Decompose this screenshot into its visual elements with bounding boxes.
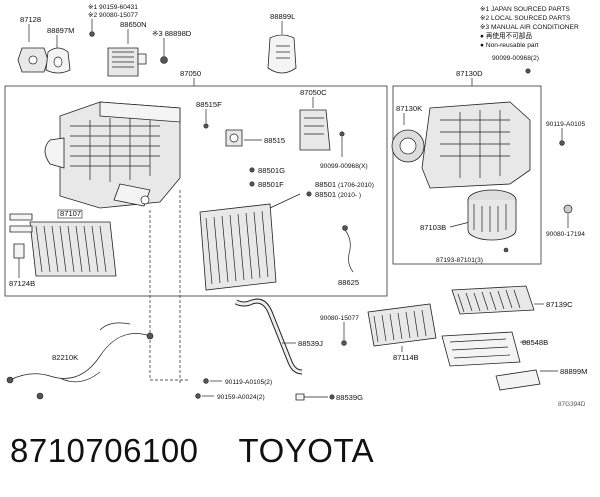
part-number: 8710706100 <box>10 432 199 469</box>
part-caption: 8710706100 TOYOTA <box>10 432 414 470</box>
label-87130D: 87130D <box>456 69 483 78</box>
label-90080-17194: 90080-17194 <box>546 231 585 238</box>
label-90099-00968-x: 90099-00968(X) <box>320 163 368 170</box>
label-88515: 88515 <box>264 136 285 145</box>
label-87139C: 87139C <box>546 300 573 309</box>
label-87130K: 87130K <box>396 104 422 113</box>
part-90119-A0105-group: 90119-A0105 <box>546 121 585 146</box>
part-87124B-group: 87124B <box>9 243 35 288</box>
label-88501F: 88501F <box>258 180 284 189</box>
assembly-87130D-box <box>392 85 542 265</box>
label-87124B: 87124B <box>9 279 35 288</box>
legend-note-2: ※2 LOCAL SOURCED PARTS <box>480 15 571 22</box>
label-88650N: 88650N <box>120 20 147 29</box>
label-87050C: 87050C <box>300 88 327 97</box>
part-87114B-group: 90080-15077 87114B <box>320 303 437 362</box>
label-88548B: 88548B <box>522 338 548 347</box>
part-88625-group: 88625 <box>338 225 359 287</box>
label-88898D: ※3 88898D <box>152 29 192 38</box>
part-88899L-group: 88899L <box>267 12 297 74</box>
legend: ※1 JAPAN SOURCED PARTS ※2 LOCAL SOURCED … <box>480 6 579 49</box>
drain-hose-88539J: 88539J <box>234 298 323 375</box>
label-88899L: 88899L <box>270 12 295 21</box>
part-88897M-group: 88897M <box>45 26 74 74</box>
label-88539J: 88539J <box>298 339 323 348</box>
label-87114B: 87114B <box>393 353 419 362</box>
part-82210K-group: 82210K <box>6 322 154 400</box>
label-87128: 87128 <box>20 15 41 24</box>
label-90119-A0105: 90119-A0105 <box>546 121 585 128</box>
label-88625: 88625 <box>338 278 359 287</box>
filter-frame-88548B: 88548B <box>441 331 548 367</box>
legend-note-5: ● Non-reusable part <box>480 42 539 49</box>
label-88539G: 88539G <box>336 393 363 402</box>
evaporator-drawing <box>199 203 277 291</box>
cabin-filter-87139C: 87139C <box>451 285 573 315</box>
label-88515F: 88515F <box>196 100 222 109</box>
part-88501-group: 88501G 88501F 88501 (1706-2010) 88501 (2… <box>249 166 374 209</box>
label-88501-b: 88501 <box>315 190 336 199</box>
label-87103B: 87103B <box>420 223 446 232</box>
part-87128-group: 87128 <box>17 15 49 73</box>
assembly-87050-box <box>4 85 388 297</box>
label-local-bolt: ※2 90080-15077 <box>88 12 138 19</box>
label-90080-15077: 90080-15077 <box>320 315 359 322</box>
clips-lower-group: 90119-A0105(2) 90159-A0024(2) 88539G <box>195 378 363 402</box>
label-88501G: 88501G <box>258 166 285 175</box>
label-88897M: 88897M <box>47 26 74 35</box>
legend-note-3: ※3 MANUAL AIR CONDITIONER <box>480 24 579 31</box>
label-90119-A0105-2: 90119-A0105(2) <box>225 379 272 386</box>
legend-note-4: ● 再使用不可部品 <box>480 31 532 40</box>
label-82210K: 82210K <box>52 353 78 362</box>
legend-note-1: ※1 JAPAN SOURCED PARTS <box>480 6 570 13</box>
label-90099-00968-2: 90099-00968(2) <box>492 55 539 62</box>
hvac-unit-drawing <box>44 101 181 209</box>
heater-core-87107: 87107 <box>9 209 117 277</box>
label-88899M: 88899M <box>560 367 587 376</box>
label-87107: 87107 <box>60 209 81 218</box>
part-87193-87101-group: 87193-87101(3) <box>436 247 509 264</box>
part-90080-17194-group: 90080-17194 <box>546 204 585 238</box>
label-90159-A0024-2: 90159-A0024(2) <box>217 394 265 401</box>
part-87050C-group: 87050C 90099-00968(X) <box>299 88 368 170</box>
diagram-ref-code: 87G394D <box>558 401 586 408</box>
cover-88899M: 88899M <box>495 367 587 391</box>
label-88501-a: 88501 <box>315 180 336 189</box>
part-88515-group: 88515F 88515 <box>196 100 285 147</box>
part-88898D-group: ※3 88898D <box>152 29 192 64</box>
blower-motor-87103B: 87103B <box>420 189 517 241</box>
label-87193-87101: 87193-87101(3) <box>436 257 483 264</box>
label-87050: 87050 <box>180 69 201 78</box>
brand-name: TOYOTA <box>238 432 375 469</box>
label-88501-a-range: (1706-2010) <box>338 182 374 189</box>
filter-cover-88899L-shape <box>267 34 297 74</box>
label-88501-b-range: (2010- ) <box>338 192 361 199</box>
blower-case-drawing: 87130K <box>391 101 531 189</box>
part-88650N-group: ※1 90159-60431 ※2 90080-15077 88650N <box>88 4 147 77</box>
label-japan-bolt: ※1 90159-60431 <box>88 4 138 11</box>
